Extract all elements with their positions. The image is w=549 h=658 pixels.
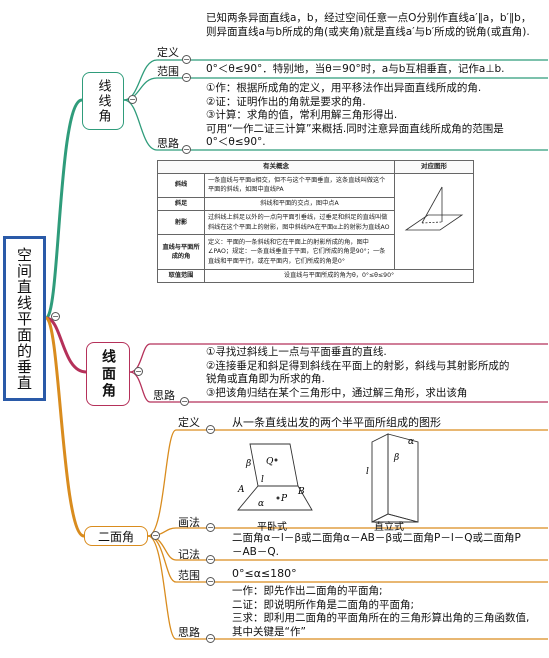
table-key: 射影 (157, 210, 205, 236)
collapse-icon[interactable]: − (206, 634, 215, 643)
method-line: ③计算：求角的值，常利用解三角形得出. (206, 109, 398, 121)
method-line: ①作：根据所成角的定义，用平移法作出异面直线所成的角. (206, 82, 482, 94)
method-line: 锐角或直角即为所求的角. (206, 373, 325, 385)
branch-line-line-angle[interactable]: 线线角 (82, 72, 124, 130)
definition-label: 定义 (157, 46, 179, 59)
notation-label: 记法 (178, 548, 200, 561)
table-cell: 过斜线上斜足以外的一点向平面引垂线，过垂足和斜足的直线叫做斜线在这个平面上的射影… (204, 210, 395, 236)
collapse-icon[interactable]: − (182, 145, 191, 154)
table-cell: 斜线和平面的交点，图中点A (204, 196, 395, 212)
fig-letter-b: B (297, 487, 305, 497)
method-line: ②证：证明作出的角就是要求的角. (206, 95, 366, 108)
table-key: 取值范围 (157, 269, 205, 283)
table-key: 斜线 (157, 172, 205, 198)
branch-line-plane-angle-label: 线面角 (100, 348, 116, 400)
method-line: 一作：即先作出二面角的平面角; (232, 585, 383, 597)
branch-line-line-angle-label: 线线角 (95, 78, 111, 124)
method-label: 思路 (178, 626, 200, 639)
method-line: 其中关键是“作” (232, 625, 306, 638)
fig-letter-q: Q (266, 457, 274, 467)
range-text: 0°≤α≤180° (232, 567, 297, 580)
method-line: 三求：即利用二面角的平面角所在的三角形算出角的三角函数值, (232, 612, 530, 624)
collapse-icon[interactable]: − (182, 73, 191, 82)
table-cell: 定义：平面的一条斜线和它在平面上的射影所成的角，图中∠PAO；规定：一条直线垂直… (204, 234, 395, 270)
fig-letter-alpha: α (258, 499, 264, 509)
upright-caption: 直立式 (374, 522, 404, 533)
method-line: 可用“一作二证三计算”来概括.同时注意异面直线所成角的范围是 (206, 122, 504, 135)
collapse-icon[interactable]: − (206, 425, 215, 434)
collapse-icon[interactable]: − (206, 523, 215, 532)
oblique-line-diagram (404, 186, 464, 230)
flat-dihedral-figure: β Q l A B P α (237, 443, 313, 511)
fig-letter-p: P (280, 494, 288, 504)
table-cell: 一条直线与平面α相交，但不与这个平面垂直，这条直线叫做这个平面的斜线，如图中直线… (204, 172, 395, 198)
flat-caption: 平卧式 (257, 522, 287, 533)
branch-dihedral-angle-label: 二面角 (97, 529, 134, 544)
range-text: 0°＜θ≤90°．特别地，当θ＝90°时，a与b互相垂直，记作a⊥b. (206, 63, 505, 75)
collapse-icon[interactable]: − (182, 55, 191, 64)
fig-letter-beta: β (245, 459, 251, 469)
notation-text: 二面角α－l－β或二面角α－AB－β或二面角P－l－Q或二面角P －AB－Q. (232, 532, 548, 559)
root-node[interactable]: 空间直线平面的垂直 (3, 236, 46, 401)
fig-letter-a: A (237, 485, 245, 495)
table-header-concept: 有关概念 (157, 160, 395, 174)
notation-line: 二面角α－l－β或二面角α－AB－β或二面角P－l－Q或二面角P (232, 532, 521, 544)
table-header-figure: 对应图形 (394, 160, 474, 174)
collapse-icon[interactable]: − (134, 367, 143, 376)
fig-letter-alpha: α (408, 437, 414, 447)
method-text: ①寻找过斜线上一点与平面垂直的直线. ②连接垂足和斜足得到斜线在平面上的射影，斜… (206, 346, 546, 400)
collapse-icon[interactable]: − (206, 577, 215, 586)
method-line: ③把该角归结在某个三角形中，通过解三角形，求出该角 (206, 386, 468, 399)
collapse-icon[interactable]: − (206, 555, 215, 564)
method-label: 思路 (157, 137, 179, 150)
table-key: 斜足 (157, 196, 205, 212)
upright-dihedral-figure: α β l (366, 433, 419, 523)
oblique-line-figure (394, 172, 474, 270)
fig-letter-l: l (366, 467, 369, 477)
root-label: 空间直线平面的垂直 (15, 246, 33, 391)
concept-table: 有关概念 对应图形 斜线 一条直线与平面α相交，但不与这个平面垂直，这条直线叫做… (157, 160, 474, 283)
range-label: 范围 (157, 65, 179, 78)
notation-line: －AB－Q. (232, 545, 279, 558)
table-cell: 设直线与平面所成的角为θ，0°≤θ≤90° (204, 269, 474, 283)
drawing-label: 画法 (178, 516, 200, 529)
table-key: 直线与平面所成的角 (157, 234, 205, 270)
collapse-icon[interactable]: − (180, 397, 189, 406)
method-label: 思路 (153, 389, 175, 402)
collapse-icon[interactable]: − (51, 312, 60, 321)
method-line: 0°＜θ≤90°. (206, 136, 266, 148)
method-line: ①寻找过斜线上一点与平面垂直的直线. (206, 346, 387, 358)
definition-label: 定义 (178, 416, 200, 429)
fig-letter-l: l (261, 475, 264, 485)
fig-letter-beta: β (393, 453, 399, 463)
collapse-icon[interactable]: − (151, 531, 160, 540)
collapse-icon[interactable]: − (128, 95, 137, 104)
branch-dihedral-angle[interactable]: 二面角 (84, 526, 148, 546)
definition-text: 从一条直线出发的两个半平面所组成的图形 (232, 416, 441, 429)
method-line: 二证：即说明所作角是二面角的平面角; (232, 598, 415, 611)
method-text: ①作：根据所成角的定义，用平移法作出异面直线所成的角. ②证：证明作出的角就是要… (206, 82, 546, 150)
method-line: ②连接垂足和斜足得到斜线在平面上的射影，斜线与其射影所成的 (206, 359, 510, 372)
range-label: 范围 (178, 569, 200, 582)
method-text: 一作：即先作出二面角的平面角; 二证：即说明所作角是二面角的平面角; 三求：即利… (232, 585, 548, 639)
definition-text: 已知两条异面直线a，b，经过空间任意一点O分别作直线a′∥a，b′∥b，则异面直… (206, 12, 532, 38)
branch-line-plane-angle[interactable]: 线面角 (86, 342, 130, 406)
